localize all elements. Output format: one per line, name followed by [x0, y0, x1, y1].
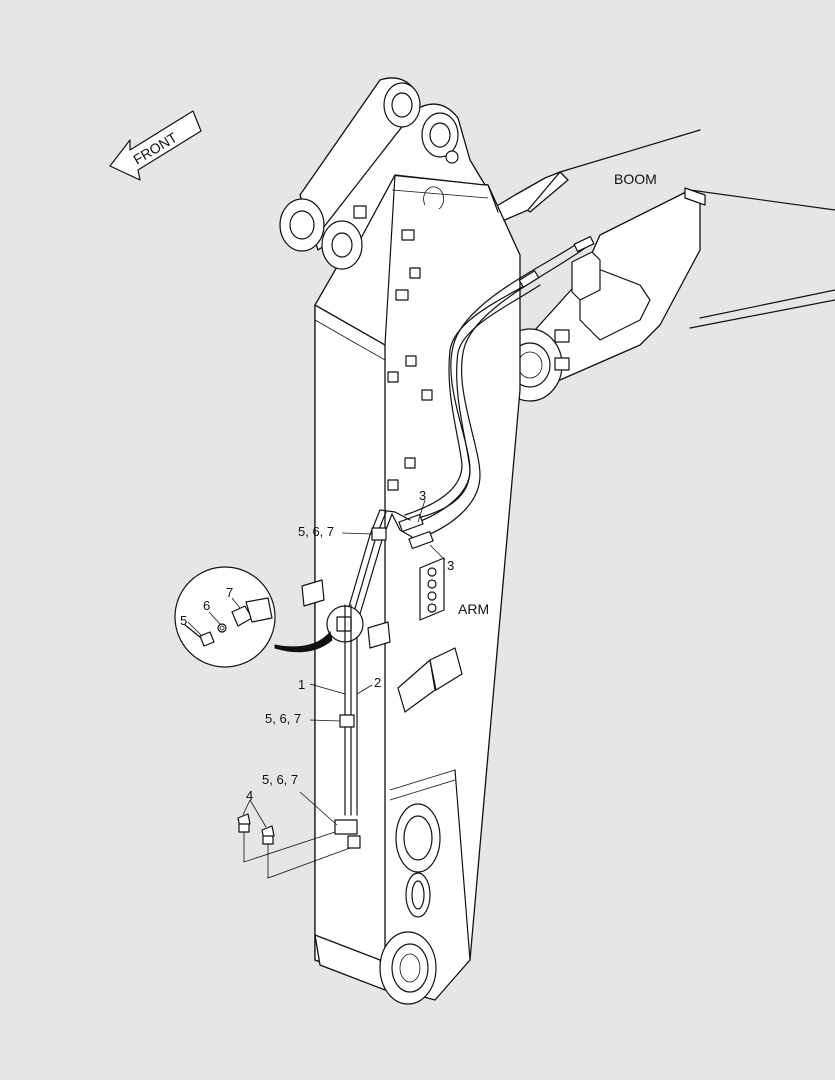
detail-callout-6: 6	[203, 598, 210, 613]
callout-5-6-7-lower: 5, 6, 7	[262, 772, 298, 787]
detail-callout	[174, 566, 333, 668]
callout-2: 2	[374, 675, 381, 690]
callout-3-upper: 3	[419, 488, 426, 503]
callout-1: 1	[298, 677, 305, 692]
detail-callout-5: 5	[180, 613, 187, 628]
leader-lines	[187, 499, 446, 828]
callout-4: 4	[246, 788, 253, 803]
callout-3-lower: 3	[447, 558, 454, 573]
boom-label: BOOM	[614, 171, 657, 187]
arm-structure	[279, 77, 521, 1005]
detail-callout-7: 7	[226, 585, 233, 600]
bolts-item-4	[237, 813, 351, 879]
front-direction-arrow: FRONT	[109, 110, 202, 181]
callout-5-6-7-middle: 5, 6, 7	[265, 711, 301, 726]
hydraulic-hoses	[326, 235, 595, 849]
callout-5-6-7-upper: 5, 6, 7	[298, 524, 334, 539]
arm-label: ARM	[458, 601, 489, 617]
